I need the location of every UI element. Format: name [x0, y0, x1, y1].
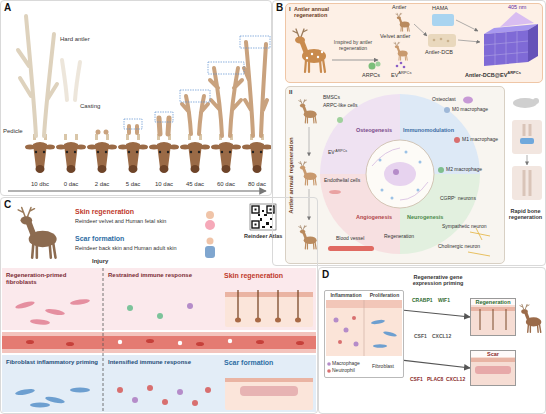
superscript-label: ARPCs	[398, 71, 411, 76]
annotation-label: CXCL12	[446, 377, 465, 383]
annotation-label: CRABP1	[412, 298, 433, 304]
annotation-label: Rapid bone regeneration	[507, 208, 544, 221]
outcome-box: Scar	[470, 350, 516, 386]
annotation-label: Antler annual regeneration	[294, 6, 346, 19]
panel-letter: C	[4, 199, 16, 211]
annotation-label: Regeneration	[384, 234, 414, 240]
annotation-label: Inspired by antler regeneration	[330, 40, 376, 52]
connector-arrow	[404, 310, 470, 317]
panel-letter: D	[322, 269, 334, 281]
annotation-label: Endothelial cells	[324, 178, 360, 184]
connector-arrow	[404, 360, 470, 368]
node-text: Scar formation	[224, 359, 314, 367]
panel-letter: B	[276, 2, 288, 14]
annotation-label: Injury	[92, 258, 108, 265]
annotation-label: Pedicle	[3, 128, 23, 135]
node-text: Regeneration	[471, 299, 515, 305]
annotation-label: HAMA	[432, 5, 448, 11]
annotation-label: 45 dac	[181, 181, 209, 188]
annotation-label: Reindeer back skin and Human adult skin	[75, 245, 177, 251]
annotation-label: Angiogenesis	[356, 214, 392, 220]
annotation-label: Antler	[392, 4, 406, 10]
annotation-label: Casting	[80, 103, 100, 110]
node-text: II	[289, 89, 301, 96]
annotation-label: M0 macrophage	[452, 107, 488, 113]
node-text: Fibroblast inflammatory priming	[6, 359, 98, 366]
annotation-label: 5 dac	[119, 181, 147, 188]
annotation-label: Osteogenesis	[356, 127, 392, 133]
annotation-label: CGRP⁺ neurons	[440, 196, 476, 202]
node-text: Inflammation	[327, 293, 365, 299]
annotation-label: 10 dac	[150, 181, 178, 188]
annotation-label: BMSCs	[323, 95, 340, 101]
annotation-label: Macrophage	[332, 361, 360, 367]
annotation-label: M2 macrophage	[446, 167, 482, 173]
annotation-label: Sympathetic neuron	[442, 224, 486, 230]
annotation-label: WIF1	[438, 298, 450, 304]
annotation-label: Immunomodulation	[403, 127, 454, 133]
annotation-label: 10 dbc	[26, 181, 54, 188]
annotation-label: Neutrophil	[332, 368, 355, 374]
annotation-label: Cholinergic neuron	[438, 244, 480, 250]
annotation-label: Scar formation	[75, 235, 124, 243]
annotation-label: 405 nm	[508, 4, 526, 10]
annotation-label: Reindeer Atlas	[244, 233, 282, 239]
panel-letter: A	[4, 2, 16, 14]
annotation-label: 80 dac	[243, 181, 271, 188]
regeneration-band: Regeneration-primed fibroblasts Restraine…	[2, 268, 316, 330]
annotation-label: 0 dac	[57, 181, 85, 188]
superscript-label: ARPCs	[507, 71, 521, 76]
annotation-label: Hard antler	[60, 36, 90, 43]
node-text: Scar	[471, 351, 515, 357]
annotation-label: M1 macrophage	[462, 137, 498, 143]
annotation-label: Antler-DCB@EV	[465, 72, 507, 78]
annotation-label: EV	[391, 72, 398, 78]
annotation-label: Blood vessel	[336, 236, 364, 242]
annotation-label: Skin regeneration	[75, 208, 134, 216]
superscript-label: ARPCs	[335, 149, 347, 153]
node-text: Regeneration-primed fibroblasts	[6, 272, 98, 286]
annotation-label: Neurogenesis	[407, 214, 443, 220]
annotation-label: Regenerative gene expression priming	[408, 274, 468, 287]
annotation-label: PLAC8	[427, 377, 443, 383]
panel: C Regeneration-primed fibroblasts Restrain…	[0, 197, 318, 414]
node-text: Restrained immune response	[108, 272, 200, 279]
node-text: Proliferation	[366, 293, 403, 299]
node-text: Skin regeneration	[224, 272, 314, 280]
annotation-label: EV	[328, 150, 335, 156]
panel: D InflammationProliferationRegenerationSc…	[318, 267, 546, 414]
annotation-label: Velvet antler	[380, 33, 410, 39]
vertical-label: Antler annual regeneration	[288, 137, 295, 213]
node-text: Intensified immune response	[108, 359, 200, 366]
annotation-label: CSF1	[414, 334, 427, 340]
annotation-label: 60 dac	[212, 181, 240, 188]
panel: A	[0, 0, 272, 196]
annotation-label: Reindeer velvet and Human fetal skin	[75, 218, 166, 224]
annotation-label: Fibroblast	[372, 364, 394, 370]
annotation-label: CSF1	[410, 377, 423, 383]
annotation-label: ARPCs	[362, 72, 380, 78]
annotation-label: CXCL12	[432, 334, 451, 340]
annotation-label: 2 dac	[88, 181, 116, 188]
annotation-label: Antler-DCB	[425, 49, 453, 55]
annotation-label: Osteoclast	[432, 97, 456, 103]
scar-band: Fibroblast inflammatory priming Intensifi…	[2, 355, 316, 412]
outcome-box: Regeneration	[470, 298, 516, 336]
annotation-label: ARPC-like cells	[323, 103, 357, 109]
